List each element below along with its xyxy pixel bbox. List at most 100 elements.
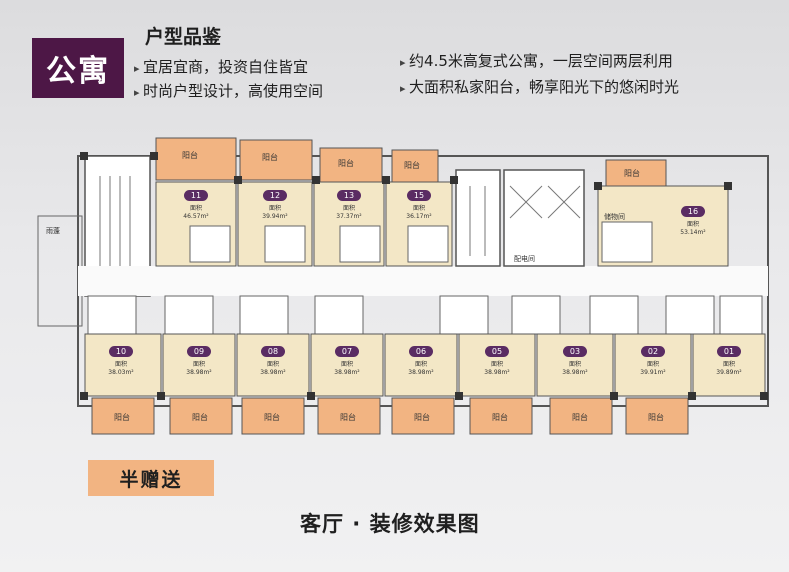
room-bottom	[162, 333, 236, 397]
room-09: 09 面积 38.98m²	[176, 346, 222, 377]
room-11: 11 面积 46.57m²	[176, 190, 216, 221]
balcony-top	[155, 137, 237, 181]
area-label: 面积	[722, 361, 735, 368]
apartment-badge: 公寓	[32, 38, 124, 98]
canopy-outline	[37, 215, 83, 327]
room-number: 07	[335, 346, 359, 357]
room-03: 03 面积 38.98m²	[552, 346, 598, 377]
room-bottom	[310, 333, 384, 397]
room-15: 15 面积 36.17m²	[399, 190, 439, 221]
area-label: 面积	[686, 221, 699, 228]
column	[307, 392, 315, 400]
canopy-label: 雨蓬	[46, 227, 60, 235]
room-number: 02	[641, 346, 665, 357]
room-number: 11	[184, 190, 208, 201]
shaft-label: 配电间	[514, 255, 535, 263]
room-bottom	[536, 333, 614, 397]
room-bottom	[692, 333, 766, 397]
area-label: 面积	[266, 361, 279, 368]
area-value: 38.98m²	[408, 369, 434, 376]
area-value: 46.57m²	[183, 213, 209, 220]
bathroom	[164, 295, 214, 335]
area-label: 面积	[646, 361, 659, 368]
area-value: 38.03m²	[108, 369, 134, 376]
room-02: 02 面积 39.91m²	[630, 346, 676, 377]
column	[760, 392, 768, 400]
balcony-label: 阳台	[414, 413, 430, 422]
bathroom	[511, 295, 561, 335]
room-10: 10 面积 38.03m²	[98, 346, 144, 377]
bathroom	[87, 295, 137, 335]
room-01: 01 面积 39.89m²	[706, 346, 752, 377]
area-value: 38.98m²	[260, 369, 286, 376]
area-label: 面积	[268, 205, 281, 212]
balcony-label: 阳台	[262, 153, 278, 162]
balcony-bottom	[469, 397, 533, 435]
elevator-core	[503, 169, 585, 267]
balcony-bottom	[625, 397, 689, 435]
room-07: 07 面积 38.98m²	[324, 346, 370, 377]
floor-plan: 雨蓬 配电间 储物间 阳台 阳台 阳台 阳台 阳台 11 面积 46.57m² …	[30, 126, 780, 456]
bathroom	[439, 295, 489, 335]
room-number: 12	[263, 190, 287, 201]
area-value: 38.98m²	[186, 369, 212, 376]
bathroom	[264, 225, 306, 263]
area-label: 面积	[412, 205, 425, 212]
elevator-cross	[547, 185, 581, 219]
balcony-bottom	[549, 397, 613, 435]
room-bottom	[84, 333, 162, 397]
room-13: 13 面积 37.37m²	[329, 190, 369, 221]
area-value: 39.94m²	[262, 213, 288, 220]
column	[80, 392, 88, 400]
column	[150, 152, 158, 160]
elevator-cross	[509, 185, 543, 219]
column	[80, 152, 88, 160]
bullet-left-1: 宜居宜商，投资自住皆宜	[134, 56, 308, 77]
balcony-label: 阳台	[338, 159, 354, 168]
balcony-top	[319, 147, 383, 183]
bathroom	[665, 295, 715, 335]
room-number: 09	[187, 346, 211, 357]
area-value: 38.98m²	[562, 369, 588, 376]
balcony-label: 阳台	[404, 161, 420, 170]
section-title: 户型品鉴	[145, 26, 222, 48]
area-value: 39.91m²	[640, 369, 666, 376]
column	[724, 182, 732, 190]
room-06: 06 面积 38.98m²	[398, 346, 444, 377]
bullet-right-2: 大面积私家阳台，畅享阳光下的悠闲时光	[400, 76, 679, 97]
area-value: 38.98m²	[334, 369, 360, 376]
bullet-left-2: 时尚户型设计，高使用空间	[134, 80, 323, 101]
area-label: 面积	[192, 361, 205, 368]
corridor	[78, 266, 768, 296]
bathroom	[601, 221, 653, 263]
room-bottom	[614, 333, 692, 397]
column	[312, 176, 320, 184]
room-05: 05 面积 38.98m²	[474, 346, 520, 377]
column	[234, 176, 242, 184]
bathroom	[314, 295, 364, 335]
bathroom	[339, 225, 381, 263]
balcony-bottom	[317, 397, 381, 435]
balcony-label: 阳台	[624, 169, 640, 178]
bathroom	[189, 225, 231, 263]
area-value: 37.37m²	[336, 213, 362, 220]
room-number: 08	[261, 346, 285, 357]
column	[688, 392, 696, 400]
bottom-caption: 客厅 · 装修效果图	[300, 512, 480, 536]
room-number: 13	[337, 190, 361, 201]
area-value: 53.14m²	[680, 229, 706, 236]
room-16: 16 面积 53.14m²	[670, 206, 716, 237]
area-value: 38.98m²	[484, 369, 510, 376]
area-label: 面积	[414, 361, 427, 368]
floor-plan-drawing	[37, 137, 769, 435]
column	[594, 182, 602, 190]
area-value: 36.17m²	[406, 213, 432, 220]
half-gift-badge: 半赠送	[88, 460, 214, 496]
bullet-right-1: 约4.5米高复式公寓，一层空间两层利用	[400, 50, 673, 71]
balcony-label: 阳台	[192, 413, 208, 422]
bathroom	[407, 225, 449, 263]
column	[157, 392, 165, 400]
room-bottom	[458, 333, 536, 397]
area-label: 面积	[340, 361, 353, 368]
column	[382, 176, 390, 184]
